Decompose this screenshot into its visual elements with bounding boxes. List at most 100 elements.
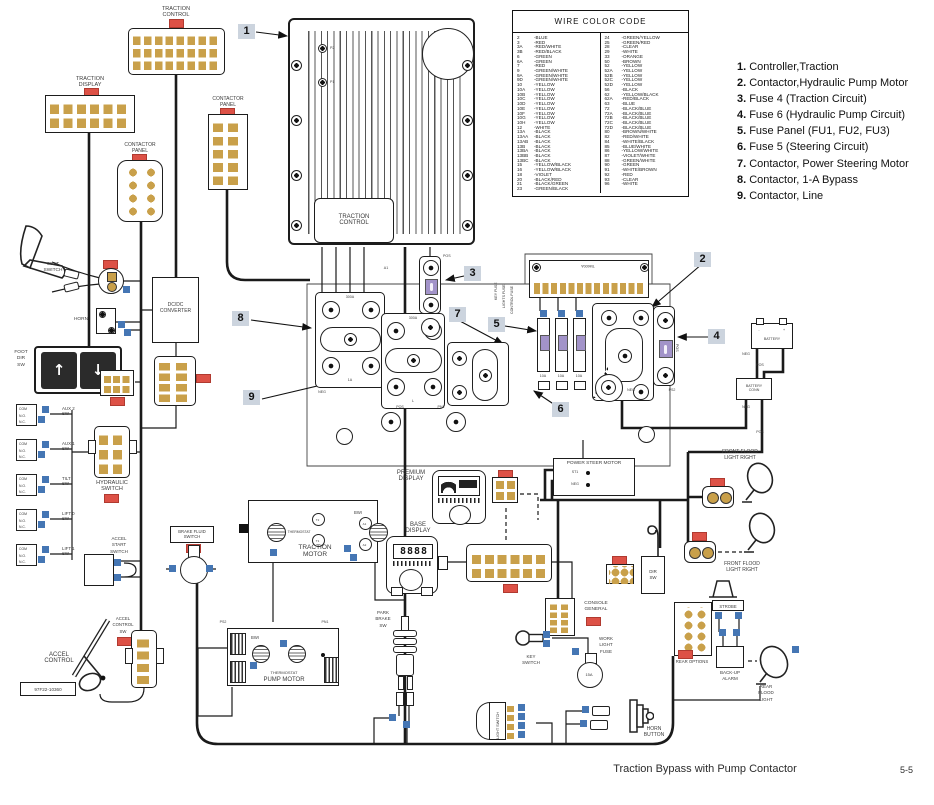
legend-number: 6. [737,141,747,154]
light-switch-label: LIGHT SWITCH [496,711,500,739]
rear-options-label: REAR OPTIONS [675,659,709,664]
pos-label: POS [675,344,679,352]
switch-group: COM N.O. N.C. AUX 1 SW [16,439,116,461]
wire-tag [114,574,121,581]
wire-color: GREEN/BLACK [534,186,569,192]
neg-stud [595,374,623,402]
wire-number: 10B [517,91,526,97]
wire-number: 72D [604,124,613,130]
wire-number: 6 [517,53,520,59]
battery-connector: BATTERY CONN [736,378,772,400]
console-general-connector [545,598,575,636]
controller-nameplate-label: TRACTION CONTROL [338,214,370,227]
seat-icon [19,225,66,279]
switch-label: LIFT 0 SW [62,511,75,521]
pin-grid [99,431,126,474]
wire-tag [518,731,525,738]
display-digits: 8888 [399,546,429,557]
t2-label: T2 [315,517,320,522]
wire-number: 23 [517,186,523,191]
console-general-label: CONSOLE GENERAL [584,601,608,613]
wire-tag [42,511,49,518]
wire-color: RED [622,172,633,178]
wire-color: BLACK [534,134,551,140]
bolt [479,369,492,382]
battery-plus: + [782,328,786,332]
wire-color: GREEN [534,54,552,60]
legend-label: Contactor, Power Steering Motor [749,157,909,170]
base-display-side-connector [438,556,448,570]
pin [702,547,714,559]
horn-button-icon [629,699,654,733]
digit-block [459,480,477,488]
gauge-icon [441,479,456,493]
fuse-element [658,340,673,358]
wire-number: 10C [517,96,526,102]
neg-wire-label: NEG [742,352,750,356]
wire-color-row: 10B YELLOW [513,91,600,98]
switch-label: AUX 2 SW [62,406,75,416]
bolt [344,333,357,346]
fuse-element [539,335,550,351]
fuse-element [425,279,438,295]
wire-number: 91 [604,167,610,173]
wire-tag [543,640,550,647]
callout-2: 2 [694,252,711,267]
flood-light-icon [742,462,774,503]
wire-tag [169,565,176,572]
wire-color-row: 72D BLACK/BLUE [601,124,689,131]
wire-color: VIOLET [534,172,552,178]
wire-color-row: 72ABLACK/BLUE [601,111,689,117]
fuse-fu3 [573,318,586,372]
wire-color: BLACK/BLUE [622,120,651,126]
wcc-left-column: 2BLUE3RED3ARED/WHITE3BRED/BLACK6GREEN6AG… [513,33,601,193]
wire-color: YELLOW [534,92,555,98]
wire-tag [543,631,550,638]
wire-color-row: 9AGREEN/WHITE [513,73,600,79]
traction-display-connector [45,95,135,133]
legend-label: Fuse 6 (Hydraulic Pump Circuit) [749,109,906,122]
light-switch-body [476,702,490,740]
legend-number: 3. [737,93,747,106]
thermostat-label: THERMOSTAT [287,530,311,534]
wire-number: 15 [517,162,523,168]
wire-color-row: 96WHITE [601,182,689,187]
wire-number: 72B [604,115,613,121]
test-point-p2-label: P2 [330,46,335,50]
wire-tag [540,310,547,317]
terminal-com-label: COM [19,442,27,446]
fu1-rating: 10A [539,374,547,378]
wire-color: BROWN [622,59,641,65]
terminal-no-label: N.O. [19,413,26,418]
wire-color-row: 13BBLACK [513,144,600,150]
battery-terminal [779,318,787,325]
wire-color-row: 72BLACK/BLUE [601,106,689,112]
terminal-com-label: COM [19,547,27,551]
wire-color: BLACK/BLUE [622,111,651,117]
wire-color-row: 2BLUE [513,35,600,41]
wire-color-row: 72CBLACK/BLUE [601,120,689,126]
mount-bolt [291,220,302,231]
contactor-1a-bypass: 300A 1A [315,292,385,388]
pin-grid [472,550,548,578]
wire-color-row: 85BLUE/WHITE [601,144,689,150]
contactor-power-steering [447,342,509,406]
wire-tag [576,310,583,317]
wire-color-row: 86YELLOW/WHITE [601,149,689,154]
wire-color-row: 9GREEN/WHITE [513,68,600,74]
wire-color: WHITE [622,49,638,55]
strobe-box: STROBE [712,600,744,611]
wire-tag [42,476,49,483]
front-flood-right-label-2: FRONT FLOOD LIGHT RIGHT [724,561,760,574]
wire-number: 10E [517,105,526,111]
wire-tag [518,713,525,720]
wire-tag [715,612,722,619]
motor-terminal [267,523,286,542]
wire-color: BLACK/BLUE [622,125,651,131]
wire-tag [403,721,410,728]
terminal-strip: TM600A [529,260,649,298]
wire-color: RED/WHITE [622,134,649,140]
wire-color: GREEN [534,59,552,65]
stud-center [601,380,616,395]
wire-color-row: 13ABBLACK [513,139,600,145]
